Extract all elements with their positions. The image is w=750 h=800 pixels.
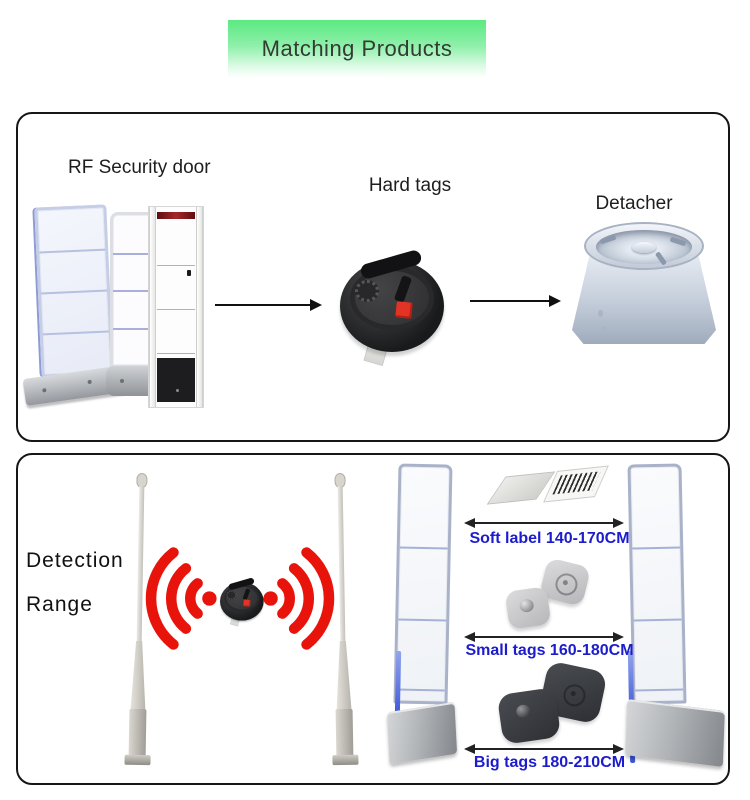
security-door-graphic-1 (34, 204, 114, 378)
detacher-label: Detacher (595, 193, 673, 214)
door-controller-box (157, 358, 195, 402)
antenna-foot (124, 754, 151, 766)
banner-title: Matching Products (261, 36, 453, 61)
range-panel: Detection Range (16, 453, 730, 785)
signal-left-icon (145, 547, 217, 650)
signal-right-icon (263, 547, 335, 650)
door-divider (39, 248, 106, 254)
door-divider (42, 330, 109, 336)
tag-red-pin (395, 301, 413, 319)
antenna-base (335, 708, 354, 758)
big-tags-range-arrow-icon (464, 744, 624, 754)
door-divider (113, 290, 161, 292)
controller-led (176, 389, 179, 392)
security-door-graphic-3 (148, 206, 204, 408)
detacher-detail-dot (598, 310, 603, 317)
flow-arrow-icon (215, 299, 322, 311)
door-divider (113, 252, 161, 255)
detacher-graphic (564, 214, 724, 350)
detacher-center (632, 242, 656, 253)
gate-left-graphic (393, 463, 453, 705)
small-tags-range-arrow-icon (464, 632, 624, 642)
rivet-dot (42, 388, 47, 393)
antenna-base (128, 708, 147, 758)
door-divider (41, 289, 108, 295)
matching-products-banner: Matching Products (228, 20, 486, 78)
soft-label-range-arrow-icon (464, 518, 624, 528)
flow-arrow-icon (470, 295, 561, 307)
hard-tag-graphic (340, 248, 444, 367)
door-divider (398, 618, 447, 622)
tag-knob (355, 280, 379, 302)
hard-tags-label: Hard tags (368, 175, 452, 196)
small-tag-graphic-2 (504, 586, 552, 630)
tag-knob (226, 590, 237, 600)
barcode-stripes (552, 471, 601, 495)
door-alarm-light-bar (157, 212, 195, 219)
soft-label-range-text: Soft label 140-170CM (469, 530, 630, 547)
big-tags-range-text: Big tags 180-210CM (473, 754, 626, 771)
rivet-dot (87, 379, 92, 385)
detacher-detail-dot (602, 326, 607, 333)
door-divider (633, 618, 682, 622)
door-divider (157, 353, 195, 354)
detection-range-label-line1: Detection (26, 549, 124, 572)
door-post (149, 207, 156, 407)
gate-right-graphic (627, 463, 687, 705)
flow-panel: RF Security door (16, 112, 730, 442)
door-divider (157, 309, 195, 310)
door-divider (157, 265, 195, 266)
big-tag-graphic-2 (496, 687, 562, 745)
antenna-foot (332, 754, 359, 766)
detection-range-label-line2: Range (26, 593, 93, 616)
tag-red-pin (243, 599, 251, 607)
rivet-dot (120, 379, 124, 383)
rf-security-door-label: RF Security door (68, 157, 211, 178)
small-tags-range-text: Small tags 160-180CM (465, 642, 634, 659)
door-divider (399, 546, 448, 550)
door-divider (396, 688, 445, 692)
door-lock-detail (187, 270, 191, 276)
door-post (196, 207, 203, 407)
door-divider (635, 688, 684, 692)
door-divider (113, 327, 161, 330)
range-hard-tag-graphic (220, 577, 266, 629)
